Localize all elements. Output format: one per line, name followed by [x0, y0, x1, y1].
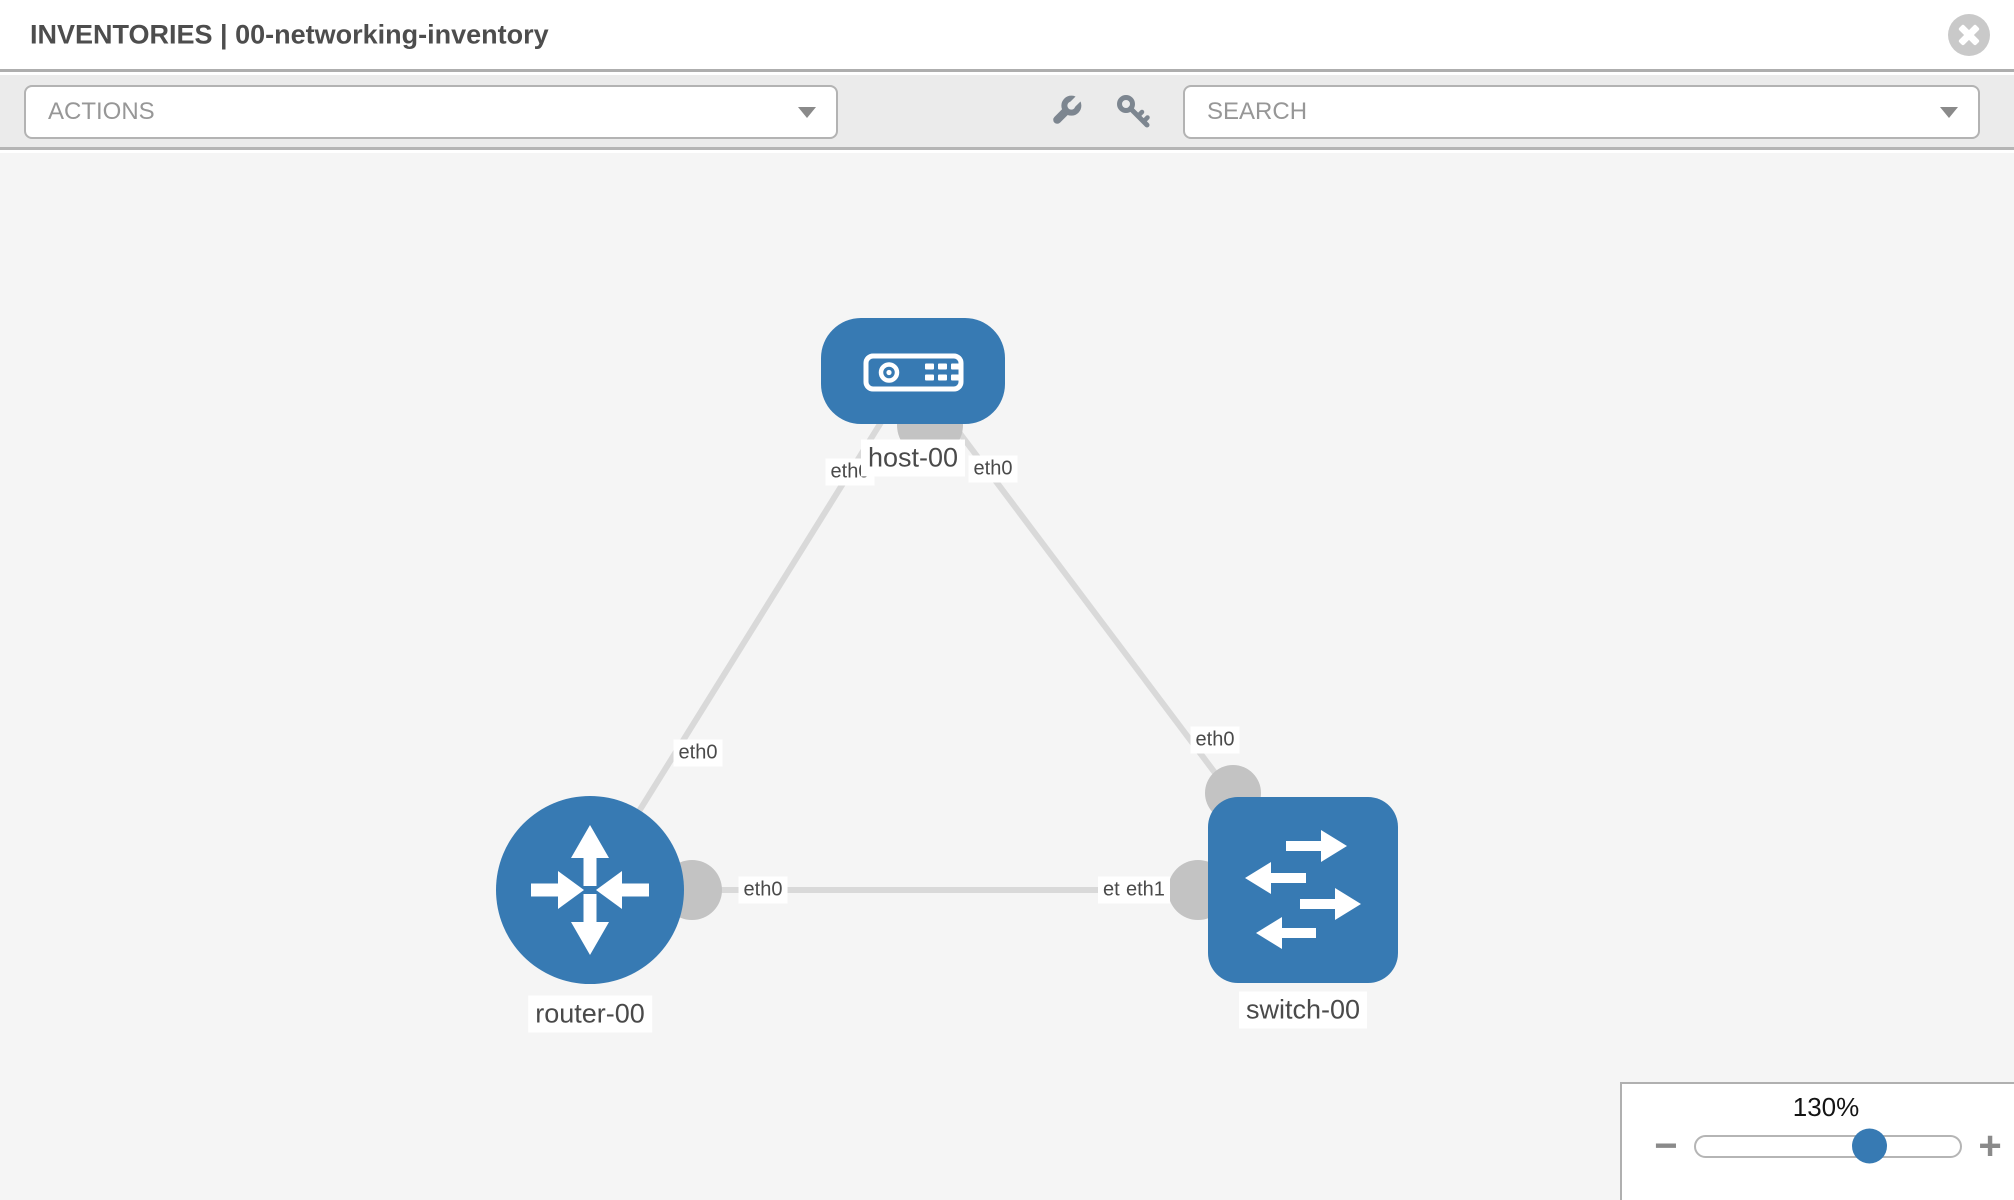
- zoom-panel: 130% − +: [1620, 1082, 2014, 1200]
- zoom-level: 130%: [1792, 1092, 1860, 1122]
- interface-label-router-eth0-uplink: eth0: [673, 739, 723, 767]
- zoom-out-button[interactable]: −: [1654, 1124, 1678, 1168]
- search-dropdown-label: SEARCH: [1207, 98, 1308, 125]
- interface-label-router-eth0: eth0: [738, 876, 788, 904]
- topology-graph: [496, 318, 1398, 984]
- chevron-down-icon: [1940, 107, 1958, 118]
- node-host[interactable]: [821, 318, 1005, 424]
- close-icon[interactable]: [1948, 14, 1990, 56]
- zoom-row: − +: [1622, 1124, 2014, 1168]
- switch-icon: [1245, 830, 1361, 949]
- host-icon: [863, 353, 964, 392]
- node-label-host: host-00: [860, 439, 966, 477]
- actions-dropdown[interactable]: ACTIONS: [24, 85, 838, 139]
- interface-label-switch-eth1: eth1: [1121, 876, 1170, 904]
- node-router[interactable]: [496, 796, 684, 984]
- header: INVENTORIES | 00-networking-inventory: [0, 0, 2014, 72]
- node-switch[interactable]: [1208, 797, 1398, 983]
- zoom-slider-track[interactable]: [1694, 1128, 1962, 1164]
- actions-dropdown-label: ACTIONS: [48, 98, 155, 125]
- search-dropdown[interactable]: SEARCH: [1183, 85, 1980, 139]
- node-label-router: router-00: [528, 995, 652, 1033]
- node-label-switch: switch-00: [1238, 991, 1368, 1029]
- wrench-icon[interactable]: [1045, 92, 1085, 132]
- page-title: INVENTORIES | 00-networking-inventory: [30, 19, 549, 49]
- interface-label-host-eth0-right: eth0: [968, 455, 1018, 483]
- toolbar: ACTIONS SEARCH: [0, 75, 2014, 150]
- key-icon[interactable]: [1113, 92, 1153, 132]
- router-icon: [531, 825, 649, 955]
- zoom-slider-handle[interactable]: [1852, 1128, 1887, 1164]
- topology-canvas[interactable]: eth0 eth0 eth0 eth0 eth0 eth0 eth1 host-…: [0, 153, 2014, 1200]
- chevron-down-icon: [798, 107, 816, 118]
- interface-label-switch-eth0-uplink: eth0: [1190, 726, 1240, 754]
- link-host-router: [587, 369, 916, 892]
- zoom-in-button[interactable]: +: [1978, 1124, 2002, 1168]
